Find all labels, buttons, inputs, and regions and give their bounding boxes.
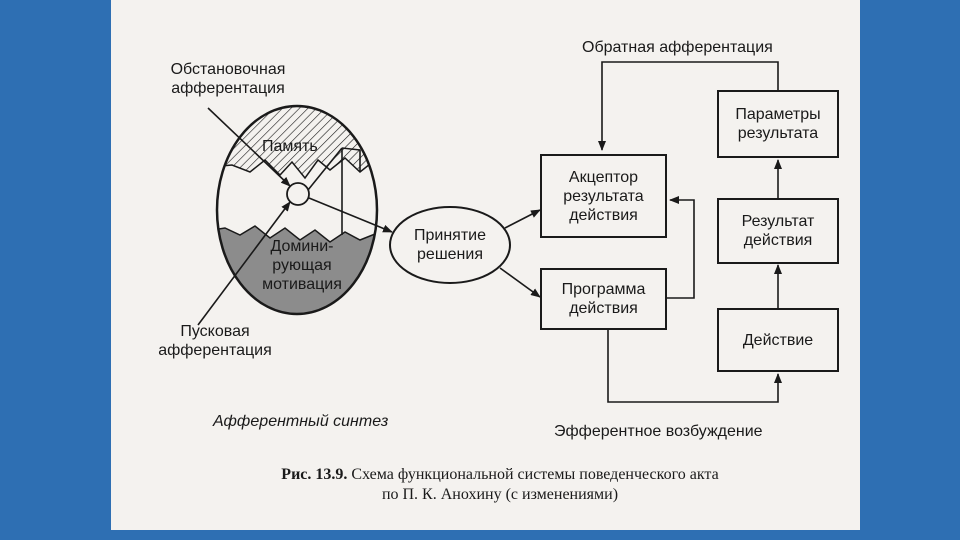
decision-label: Принятие решения — [414, 227, 486, 263]
action-result-box: Результат действия — [717, 198, 839, 264]
integration-node — [286, 182, 310, 206]
figure-caption: Рис. 13.9. Схема функциональной системы … — [210, 465, 790, 505]
connectors — [197, 61, 782, 403]
program-box: Программа действия — [540, 268, 667, 330]
feedback-afferentation-label: Обратная афферентация — [582, 39, 773, 56]
situational-afferentation-label: Обстановочная афферентация — [170, 61, 286, 97]
decision-ellipse — [389, 206, 511, 284]
afferent-synthesis-egg — [215, 104, 379, 316]
efferent-excitation-label: Эфферентное возбуждение — [554, 423, 763, 440]
caption-line1: Схема функциональной системы поведенческ… — [351, 466, 719, 483]
acceptor-box: Акцептор результата действия — [540, 154, 667, 238]
dominant-motivation-label: Домини- рующая мотивация — [262, 238, 342, 293]
action-box: Действие — [717, 308, 839, 372]
caption-prefix: Рис. 13.9. — [281, 466, 348, 483]
afferent-synthesis-label: Афферентный синтез — [213, 413, 389, 430]
memory-label: Память — [262, 138, 318, 155]
caption-line2: по П. К. Анохину (с изменениями) — [381, 486, 619, 503]
result-parameters-box: Параметры результата — [717, 90, 839, 158]
trigger-afferentation-label: Пусковая афферентация — [158, 323, 272, 359]
